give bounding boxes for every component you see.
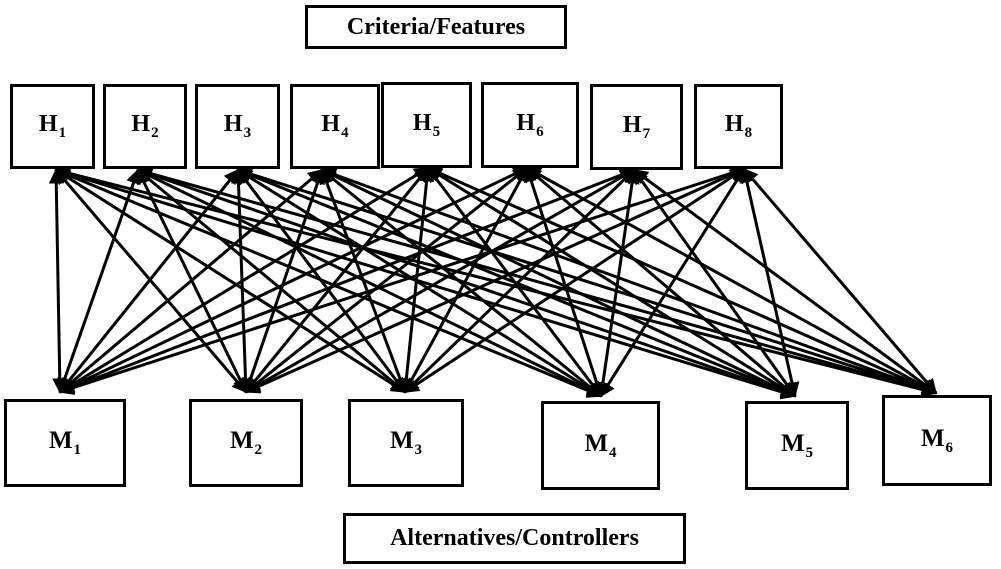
criteria-title: Criteria/Features <box>305 5 567 49</box>
alternative-label: M3 <box>389 427 423 458</box>
alternative-m3: M3 <box>348 399 464 487</box>
criterion-h2: H2 <box>103 84 187 169</box>
alternative-m2: M2 <box>189 399 303 487</box>
alternative-label: M2 <box>229 427 263 458</box>
connection-h8-m6 <box>742 167 938 395</box>
criterion-h4: H4 <box>290 84 380 169</box>
criterion-label: H6 <box>516 109 544 140</box>
connection-h5-m6 <box>426 166 938 395</box>
criterion-label: H7 <box>622 111 651 142</box>
criterion-label: H3 <box>223 111 252 141</box>
alternative-label: M5 <box>780 429 814 461</box>
connection-h6-m5 <box>525 166 797 398</box>
connection-h8-m4 <box>599 167 746 398</box>
alternatives-title: Alternatives/Controllers <box>343 513 686 564</box>
criteria-title-text: Criteria/Features <box>346 13 526 40</box>
criterion-label: H1 <box>38 111 67 141</box>
alternative-label: M6 <box>920 424 954 456</box>
alternative-m5: M5 <box>745 401 849 490</box>
alternative-m1: M1 <box>4 399 126 487</box>
alternative-label: M1 <box>48 427 82 458</box>
criterion-label: H4 <box>321 111 349 141</box>
criterion-h8: H8 <box>694 84 783 169</box>
alternative-m6: M6 <box>882 395 992 486</box>
alternative-m4: M4 <box>541 401 660 490</box>
connection-h1-m1 <box>48 168 68 394</box>
criterion-h3: H3 <box>195 84 280 169</box>
criterion-label: H5 <box>412 109 441 140</box>
connection-h1-m2 <box>54 168 248 394</box>
alternative-label: M4 <box>584 429 617 461</box>
criterion-h7: H7 <box>590 84 683 170</box>
criterion-h6: H6 <box>481 82 579 168</box>
criterion-h5: H5 <box>381 82 472 168</box>
criterion-h1: H1 <box>10 84 95 169</box>
criterion-label: H2 <box>131 111 159 141</box>
alternatives-title-text: Alternatives/Controllers <box>390 525 639 551</box>
criterion-label: H8 <box>724 111 753 141</box>
